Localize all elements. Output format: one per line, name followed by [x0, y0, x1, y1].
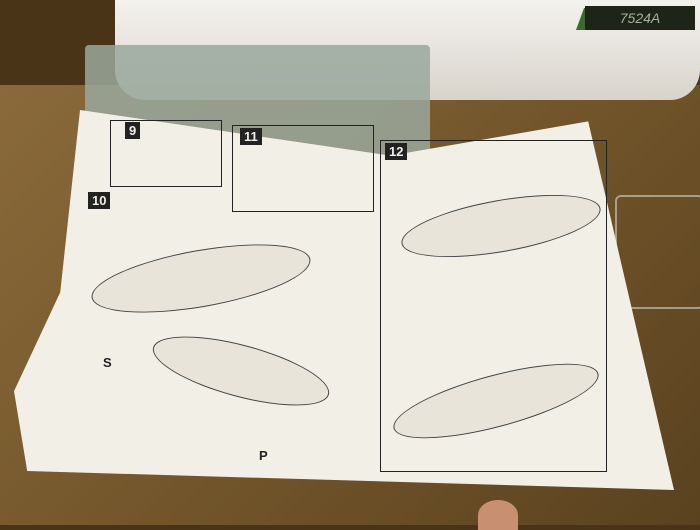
- step-11-panel: [232, 125, 374, 212]
- model-label: 7524A: [585, 6, 695, 30]
- part-label: S: [103, 355, 112, 370]
- step-9-panel: [110, 120, 222, 187]
- step-12-panel: [380, 140, 607, 472]
- step-number: 12: [385, 143, 408, 160]
- step-number: 10: [88, 192, 111, 209]
- step-number: 9: [125, 122, 141, 139]
- step-number: 11: [240, 128, 262, 145]
- part-label: P: [259, 448, 268, 463]
- thumb: [478, 500, 518, 530]
